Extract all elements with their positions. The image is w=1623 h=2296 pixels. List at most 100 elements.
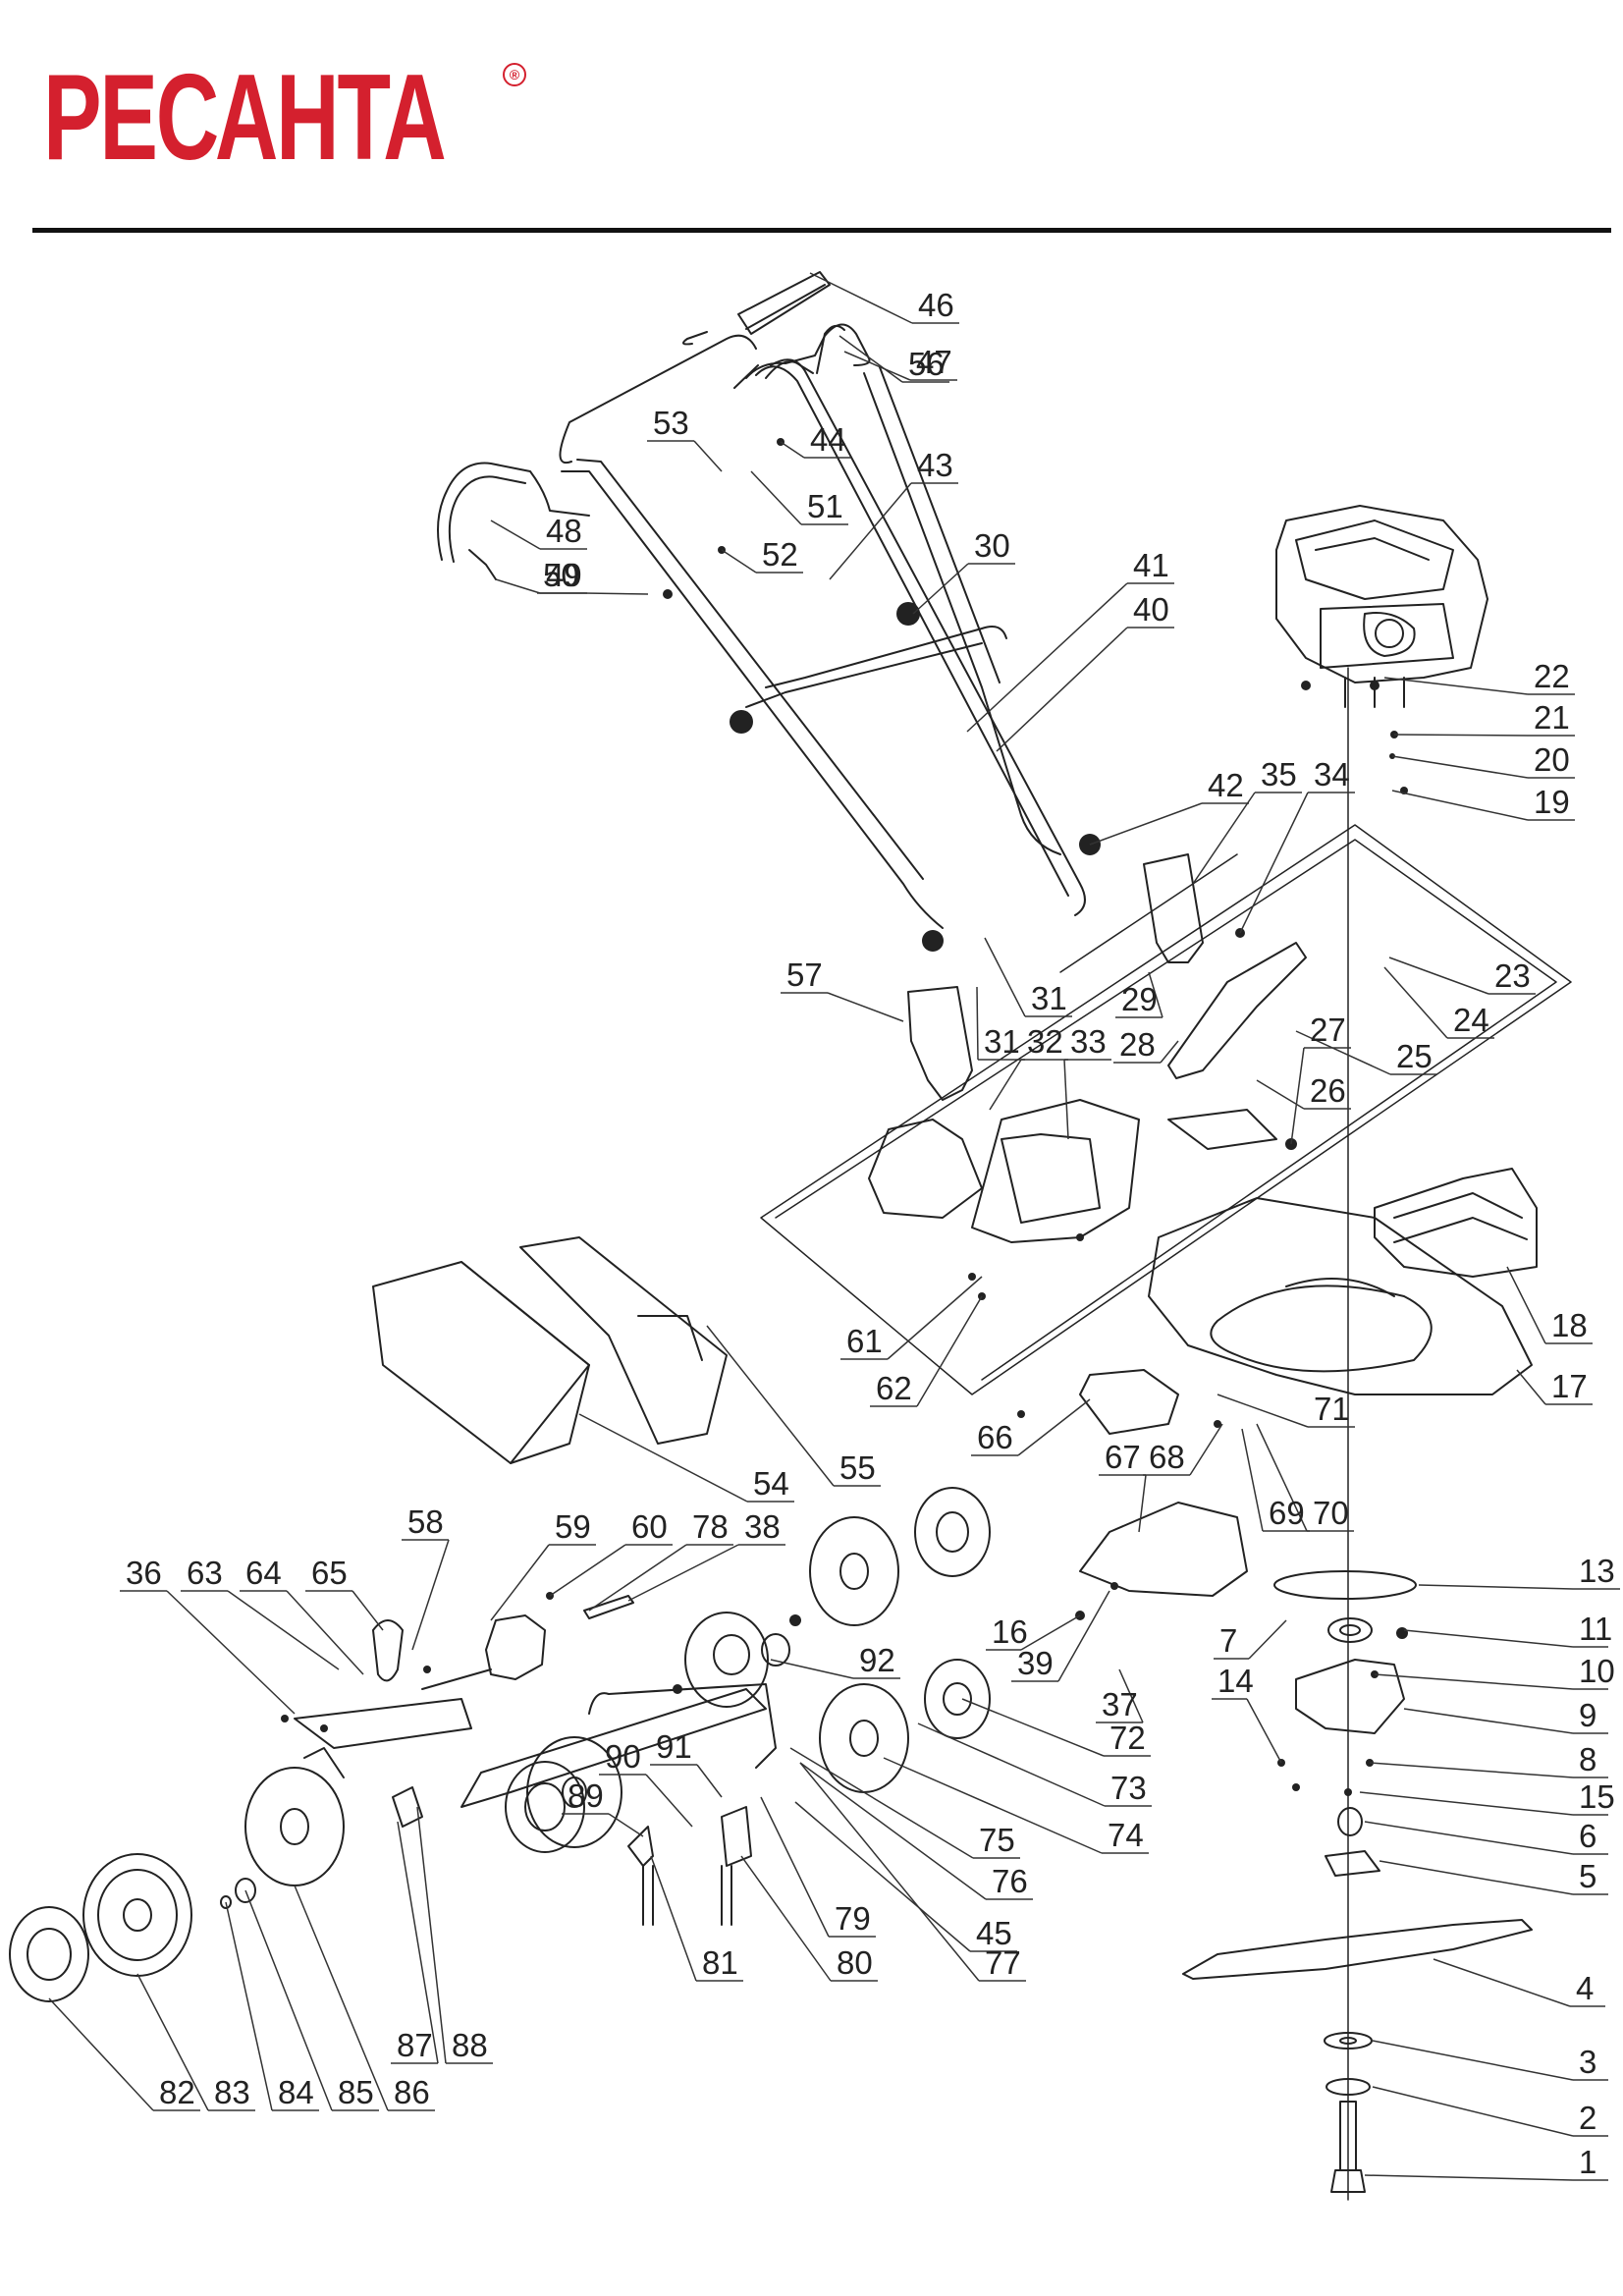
callout-leader-line (1372, 2086, 1574, 2137)
callout-leader-line (549, 1544, 626, 1597)
callout-leader-line (294, 1885, 389, 2111)
callout-leader-line (416, 1806, 447, 2064)
part-callout-71: 71 (1314, 1391, 1350, 1427)
callout-leader-line (1239, 792, 1309, 934)
part-callout-77: 77 (985, 1944, 1021, 1981)
fasteners (281, 681, 1408, 1796)
part-callout-87: 87 (397, 2027, 433, 2063)
callout-leaders (48, 272, 1620, 2181)
part-callout-22: 22 (1534, 658, 1570, 694)
part-callout-30: 30 (974, 527, 1010, 564)
part-callout-31: 31 (984, 1023, 1020, 1060)
callout-leader-line (912, 563, 969, 615)
callout-leader-line (1017, 1398, 1091, 1456)
callout-leader-line (789, 1747, 974, 1859)
part-callout-53: 53 (653, 405, 689, 441)
part-callout-31: 31 (1031, 980, 1067, 1016)
callout-leader-line (799, 1762, 987, 1900)
callout-leader-line (989, 1059, 1022, 1111)
callout-leader-line (1290, 1047, 1305, 1145)
callout-leader-line (1372, 2040, 1574, 2081)
callout-leader-line (1403, 1629, 1574, 1648)
part-callout-35: 35 (1261, 756, 1297, 793)
callout-leader-line (1383, 966, 1448, 1039)
callout-leader-line (996, 627, 1128, 752)
part-callout-55: 55 (839, 1449, 876, 1486)
part-callout-82: 82 (159, 2074, 195, 2110)
callout-leader-line (1379, 1860, 1574, 1895)
callout-leader-line (829, 482, 912, 580)
callout-leader-line (495, 578, 541, 594)
callout-leader-line (225, 1901, 273, 2111)
part-callout-39: 39 (1017, 1645, 1054, 1681)
part-callout-42: 42 (1208, 767, 1244, 803)
blade-assembly (1182, 1570, 1533, 2193)
callout-leader-line (696, 1764, 723, 1798)
callout-leader-line (750, 470, 802, 525)
callout-leader-line (1192, 792, 1256, 885)
callout-leader-line (1506, 1266, 1546, 1344)
callout-leader-line (1433, 1958, 1571, 2007)
callout-leader-line (650, 1855, 697, 1982)
side-wheels (684, 1487, 991, 1793)
callout-leader-line (166, 1590, 296, 1715)
brand-logo: РЕСАНТА (43, 50, 447, 186)
callout-leader-line (1020, 1614, 1081, 1651)
part-callout-90: 90 (605, 1738, 641, 1775)
callout-leader-line (1148, 971, 1163, 1018)
part-callout-61: 61 (846, 1323, 883, 1359)
part-callout-72: 72 (1109, 1720, 1146, 1756)
part-callout-48: 48 (546, 513, 582, 549)
part-callout-60: 60 (631, 1508, 668, 1545)
callout-leader-line (578, 1413, 748, 1503)
callout-labels: 1234567891011131415161718192021222324252… (126, 287, 1615, 2180)
callout-leader-line (1364, 1821, 1574, 1855)
part-callout-2: 2 (1579, 2100, 1596, 2136)
rear-wheels (9, 1767, 345, 2002)
side-plates (907, 853, 1204, 1101)
callout-leader-line (1388, 957, 1489, 995)
part-callout-16: 16 (992, 1613, 1028, 1650)
part-callout-38: 38 (744, 1508, 781, 1545)
callout-leader-line (1359, 1791, 1574, 1816)
part-callout-88: 88 (452, 2027, 488, 2063)
callout-leader-line (244, 1889, 333, 2111)
part-callout-26: 26 (1310, 1072, 1346, 1109)
handle-assembly (559, 271, 1086, 929)
callout-leader-line (1374, 1673, 1574, 1690)
part-callout-52: 52 (762, 536, 798, 573)
callout-leader-line (961, 1698, 1105, 1757)
callout-leader-line (608, 1813, 644, 1837)
gearbox (372, 1595, 634, 1690)
part-callout-75: 75 (979, 1822, 1015, 1858)
callout-leader-line (827, 992, 904, 1022)
part-callout-19: 19 (1534, 784, 1570, 820)
callout-leader-line (721, 549, 757, 574)
callout-leader-line (583, 592, 649, 595)
callout-leader-line (1241, 1428, 1264, 1532)
callout-leader-line (48, 1997, 154, 2111)
part-callout-5: 5 (1579, 1858, 1596, 1894)
part-callout-67: 67 (1105, 1439, 1141, 1475)
callout-leader-line (397, 1821, 439, 2064)
header-rule (32, 228, 1611, 233)
callout-leader-line (706, 1325, 835, 1487)
callout-leader-line (1118, 1668, 1144, 1723)
part-callout-32: 32 (1027, 1023, 1063, 1060)
callout-leader-line (411, 1539, 450, 1651)
callout-leader-line (352, 1590, 384, 1631)
part-callout-85: 85 (338, 2074, 374, 2110)
callout-leader-line (799, 1762, 980, 1982)
part-callout-4: 4 (1576, 1970, 1594, 2006)
callout-leader-line (1403, 1708, 1574, 1734)
part-callout-43: 43 (917, 447, 953, 483)
part-callout-59: 59 (555, 1508, 591, 1545)
callout-leader-line (1256, 1423, 1308, 1532)
callout-leader-line (883, 1757, 1103, 1854)
callout-leader-line (839, 335, 903, 383)
part-callout-40: 40 (1133, 591, 1169, 628)
callout-leader-line (966, 582, 1128, 733)
part-callout-46: 46 (918, 287, 954, 323)
callout-leader-line (1295, 1030, 1391, 1075)
